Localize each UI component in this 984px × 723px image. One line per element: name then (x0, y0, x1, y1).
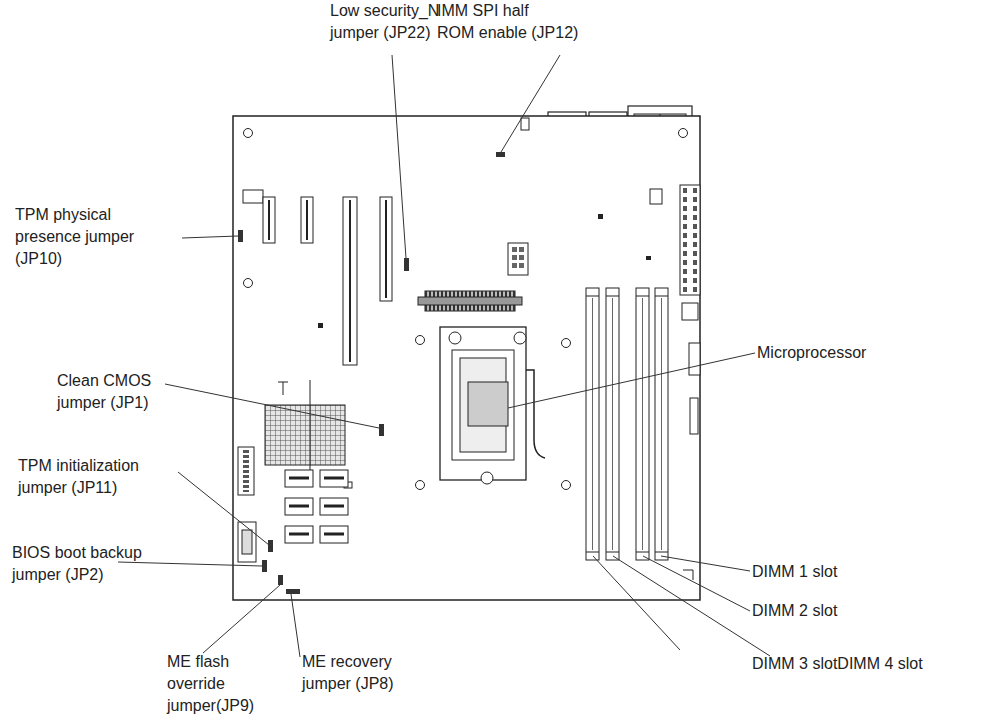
connector-pins (693, 188, 697, 292)
dimm-slot (636, 288, 649, 560)
socket-lever (526, 370, 545, 458)
leader-line (118, 562, 262, 566)
leader-line (203, 585, 280, 653)
jumper-jp12 (496, 152, 505, 157)
dimm-slot (655, 288, 668, 560)
component (646, 256, 651, 260)
callout-label: IMM SPI half ROM enable (JP12) (437, 0, 578, 44)
jumper-jp11 (268, 540, 273, 552)
microprocessor (468, 382, 508, 426)
slot-contacts (612, 298, 613, 550)
callout-label: DIMM 1 slot (752, 561, 837, 583)
leader-line (661, 556, 750, 571)
pci-slot (380, 197, 392, 301)
pci-slot (343, 197, 357, 365)
callout-label: TPM initialization jumper (JP11) (18, 455, 139, 499)
callout-label: ME flash override jumper(JP9) (167, 651, 254, 717)
mounting-hole (416, 481, 425, 490)
slot-contacts (592, 298, 593, 550)
socket-screw (481, 472, 493, 484)
slot-latches (586, 296, 668, 552)
small-connector (521, 118, 529, 130)
slot-contacts (642, 298, 643, 550)
heatsink-base (418, 297, 522, 305)
callout-label: Microprocessor (757, 342, 866, 364)
usb-header-pins (242, 530, 252, 554)
leader-line (501, 55, 560, 152)
small-connector (682, 303, 698, 320)
cpu-power-connector (508, 243, 528, 275)
front-panel-header (238, 447, 254, 495)
leader-line (392, 55, 406, 258)
slot-contacts (349, 200, 351, 362)
pci-slot (301, 197, 313, 243)
leader-line (508, 353, 755, 408)
fan-header (243, 190, 263, 203)
fan-header (650, 189, 662, 204)
leader-line (165, 384, 379, 428)
callout-label: DIMM 2 slot (752, 600, 837, 622)
jumper-jp9 (278, 575, 283, 585)
socket-screw (514, 332, 526, 344)
connector-pins (243, 450, 249, 492)
mounting-hole (416, 336, 425, 345)
callout-label: Clean CMOS jumper (JP1) (57, 370, 151, 414)
jumper-jp2 (262, 560, 267, 572)
leader-line (613, 556, 770, 656)
component (598, 214, 603, 219)
board-bracket (683, 570, 693, 580)
mounting-hole (244, 129, 253, 138)
component (318, 323, 323, 328)
connector-pins (683, 188, 687, 292)
system-board (233, 116, 700, 600)
slot-contacts (268, 200, 270, 240)
leader-line (291, 594, 300, 657)
slot-contacts (385, 200, 387, 298)
socket-screw (449, 332, 461, 344)
leader-line (182, 236, 238, 238)
dimm-slot (606, 288, 619, 560)
mounting-hole (562, 481, 571, 490)
callout-label: ME recovery jumper (JP8) (302, 651, 394, 695)
usb-header (238, 522, 256, 562)
leader-lines (118, 55, 770, 657)
leader-line (593, 556, 680, 650)
callout-label: Low security_N jumper (JP22) (330, 0, 439, 44)
dimm-slot (586, 288, 599, 560)
callout-label: TPM physical presence jumper (JP10) (15, 204, 134, 270)
mounting-hole (679, 129, 688, 138)
sata-contacts (289, 478, 344, 534)
heatsink-clip (278, 380, 310, 470)
leader-line (643, 556, 750, 611)
leader-line (178, 472, 269, 545)
jumper-jp1 (379, 424, 384, 436)
mounting-hole (562, 339, 571, 348)
mounting-hole (244, 279, 253, 288)
pci-slot (263, 197, 275, 243)
jumper-jp10 (238, 230, 243, 242)
power-connector (680, 185, 700, 295)
header-connector (689, 343, 700, 375)
header-connector (690, 398, 698, 434)
cpu-socket (440, 327, 526, 480)
sata-ports (285, 470, 348, 543)
pch-heatsink (265, 405, 345, 465)
connector-pins (512, 247, 524, 268)
socket-frame (452, 350, 514, 460)
callout-label: DIMM 3 slotDIMM 4 slot (752, 653, 923, 675)
jumper-jp8 (286, 589, 300, 594)
callout-label: BIOS boot backup jumper (JP2) (12, 542, 142, 586)
slot-contacts (661, 298, 662, 550)
jumper-jp22 (404, 258, 409, 271)
slot-contacts (306, 200, 308, 240)
